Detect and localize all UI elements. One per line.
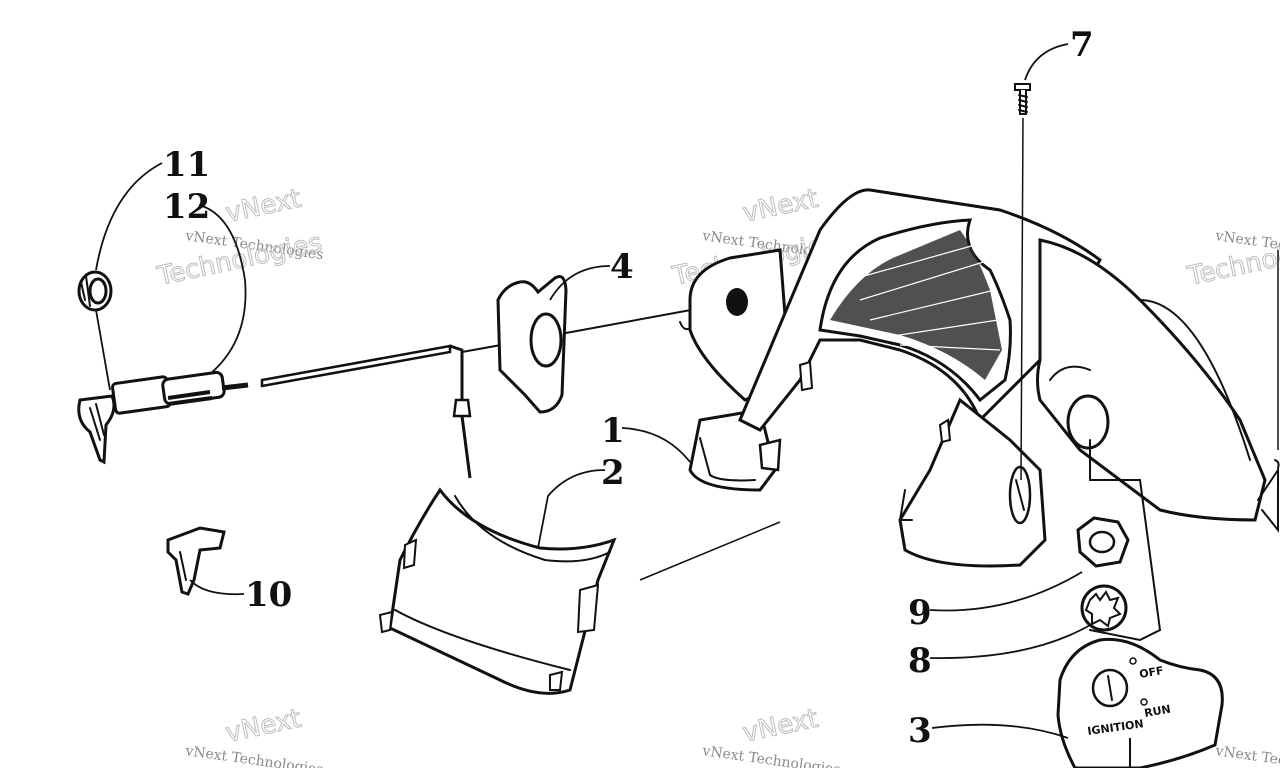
bracket-outline xyxy=(1089,439,1162,642)
watermark-bottom-center: vNext vNext Technologies xyxy=(700,703,841,768)
callout-3: 3 xyxy=(908,711,932,751)
svg-text:RUN: RUN xyxy=(1143,703,1171,720)
watermark-bottom-right: vNext Technologies xyxy=(1213,743,1280,768)
callout-11: 11 xyxy=(163,145,210,185)
part-1-console-housing xyxy=(679,188,1280,568)
part-10-clip xyxy=(166,526,226,596)
callout-10: 10 xyxy=(245,575,292,615)
part-9-hex-nut xyxy=(1076,516,1130,568)
svg-text:vNext: vNext xyxy=(223,184,304,229)
part-8-lock-washer xyxy=(1080,584,1128,632)
center-line xyxy=(639,521,781,581)
callout-12: 12 xyxy=(163,187,210,227)
part-3-ignition-plate: OFF RUN IGNITION xyxy=(1056,637,1224,768)
part-2-lower-cover xyxy=(378,487,617,695)
svg-text:vNext Technologies: vNext Technologies xyxy=(183,743,324,768)
watermark-top-right: vNext Technologies Technologies xyxy=(1184,227,1280,292)
part-11-nut xyxy=(77,270,113,312)
callout-8: 8 xyxy=(908,641,932,681)
watermark-bottom-left: vNext vNext Technologies xyxy=(183,703,324,768)
part-12-choke-knob xyxy=(77,370,249,465)
part-4-grommet-plate xyxy=(496,275,568,414)
callout-2: 2 xyxy=(601,453,625,493)
callout-7: 7 xyxy=(1070,25,1094,65)
svg-text:vNext: vNext xyxy=(740,184,821,229)
svg-text:vNext Technologies: vNext Technologies xyxy=(1213,743,1280,768)
svg-text:vNext Technologies: vNext Technologies xyxy=(700,743,841,768)
callout-1: 1 xyxy=(601,411,625,451)
leader-lines xyxy=(95,43,1093,739)
part-7-screw xyxy=(1014,83,1031,481)
callout-4: 4 xyxy=(610,247,634,287)
svg-text:OFF: OFF xyxy=(1138,664,1164,681)
callout-9: 9 xyxy=(908,593,932,633)
choke-cable xyxy=(260,304,719,479)
svg-text:vNext: vNext xyxy=(223,704,304,749)
svg-text:vNext: vNext xyxy=(740,704,821,749)
